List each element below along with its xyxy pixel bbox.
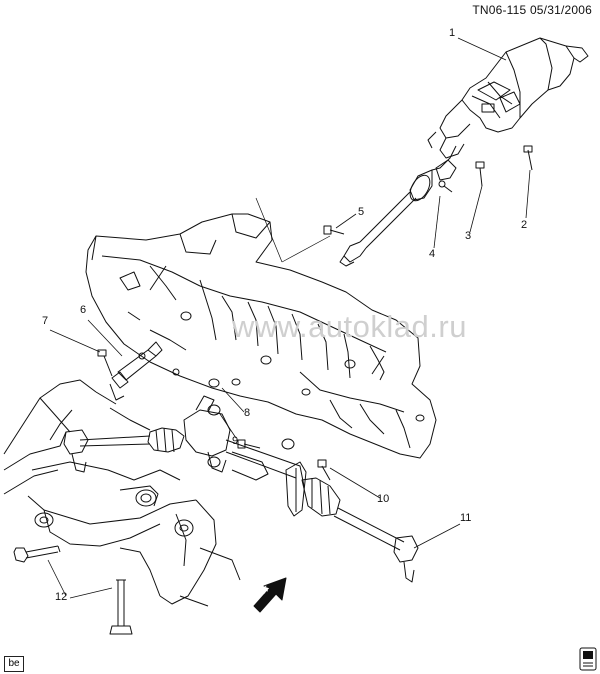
steering-gear	[63, 395, 419, 583]
bolt-12-lower	[109, 579, 133, 635]
diagram-header: TN06-115 05/31/2006	[472, 3, 592, 17]
corner-tag: be	[4, 656, 24, 672]
book-icon	[579, 647, 597, 671]
callout-2: 2	[521, 219, 528, 231]
callout-8: 8	[244, 407, 251, 419]
intermediate-shaft	[339, 159, 457, 267]
lower-shaft-coupling	[97, 341, 163, 401]
callout-1: 1	[449, 27, 456, 39]
callout-6: 6	[80, 304, 87, 316]
callout-9: 9	[232, 435, 239, 447]
callout-11: 11	[460, 512, 472, 524]
callout-4: 4	[429, 248, 436, 260]
leader-lines	[47, 37, 531, 599]
callout-5: 5	[358, 206, 365, 218]
callout-3: 3	[465, 230, 472, 242]
bolt-3	[475, 161, 485, 187]
callout-12: 12	[55, 591, 68, 603]
reference-lines	[255, 197, 331, 263]
mount-parts	[207, 378, 331, 481]
callout-10: 10	[377, 493, 390, 505]
diagram-code: TN06-115	[472, 3, 527, 17]
bolt-2	[523, 145, 533, 171]
watermark: www.autoklad.ru	[232, 309, 467, 344]
bolt-4	[438, 180, 453, 193]
steering-column	[427, 37, 589, 171]
dash-panel	[85, 213, 437, 459]
front-crossmember	[3, 379, 241, 607]
diagram-date: 05/31/2006	[529, 3, 592, 17]
callout-7: 7	[42, 315, 49, 327]
bolt-12-upper	[13, 545, 61, 563]
forward-arrow-icon	[253, 577, 287, 613]
bolt-5	[323, 225, 345, 235]
